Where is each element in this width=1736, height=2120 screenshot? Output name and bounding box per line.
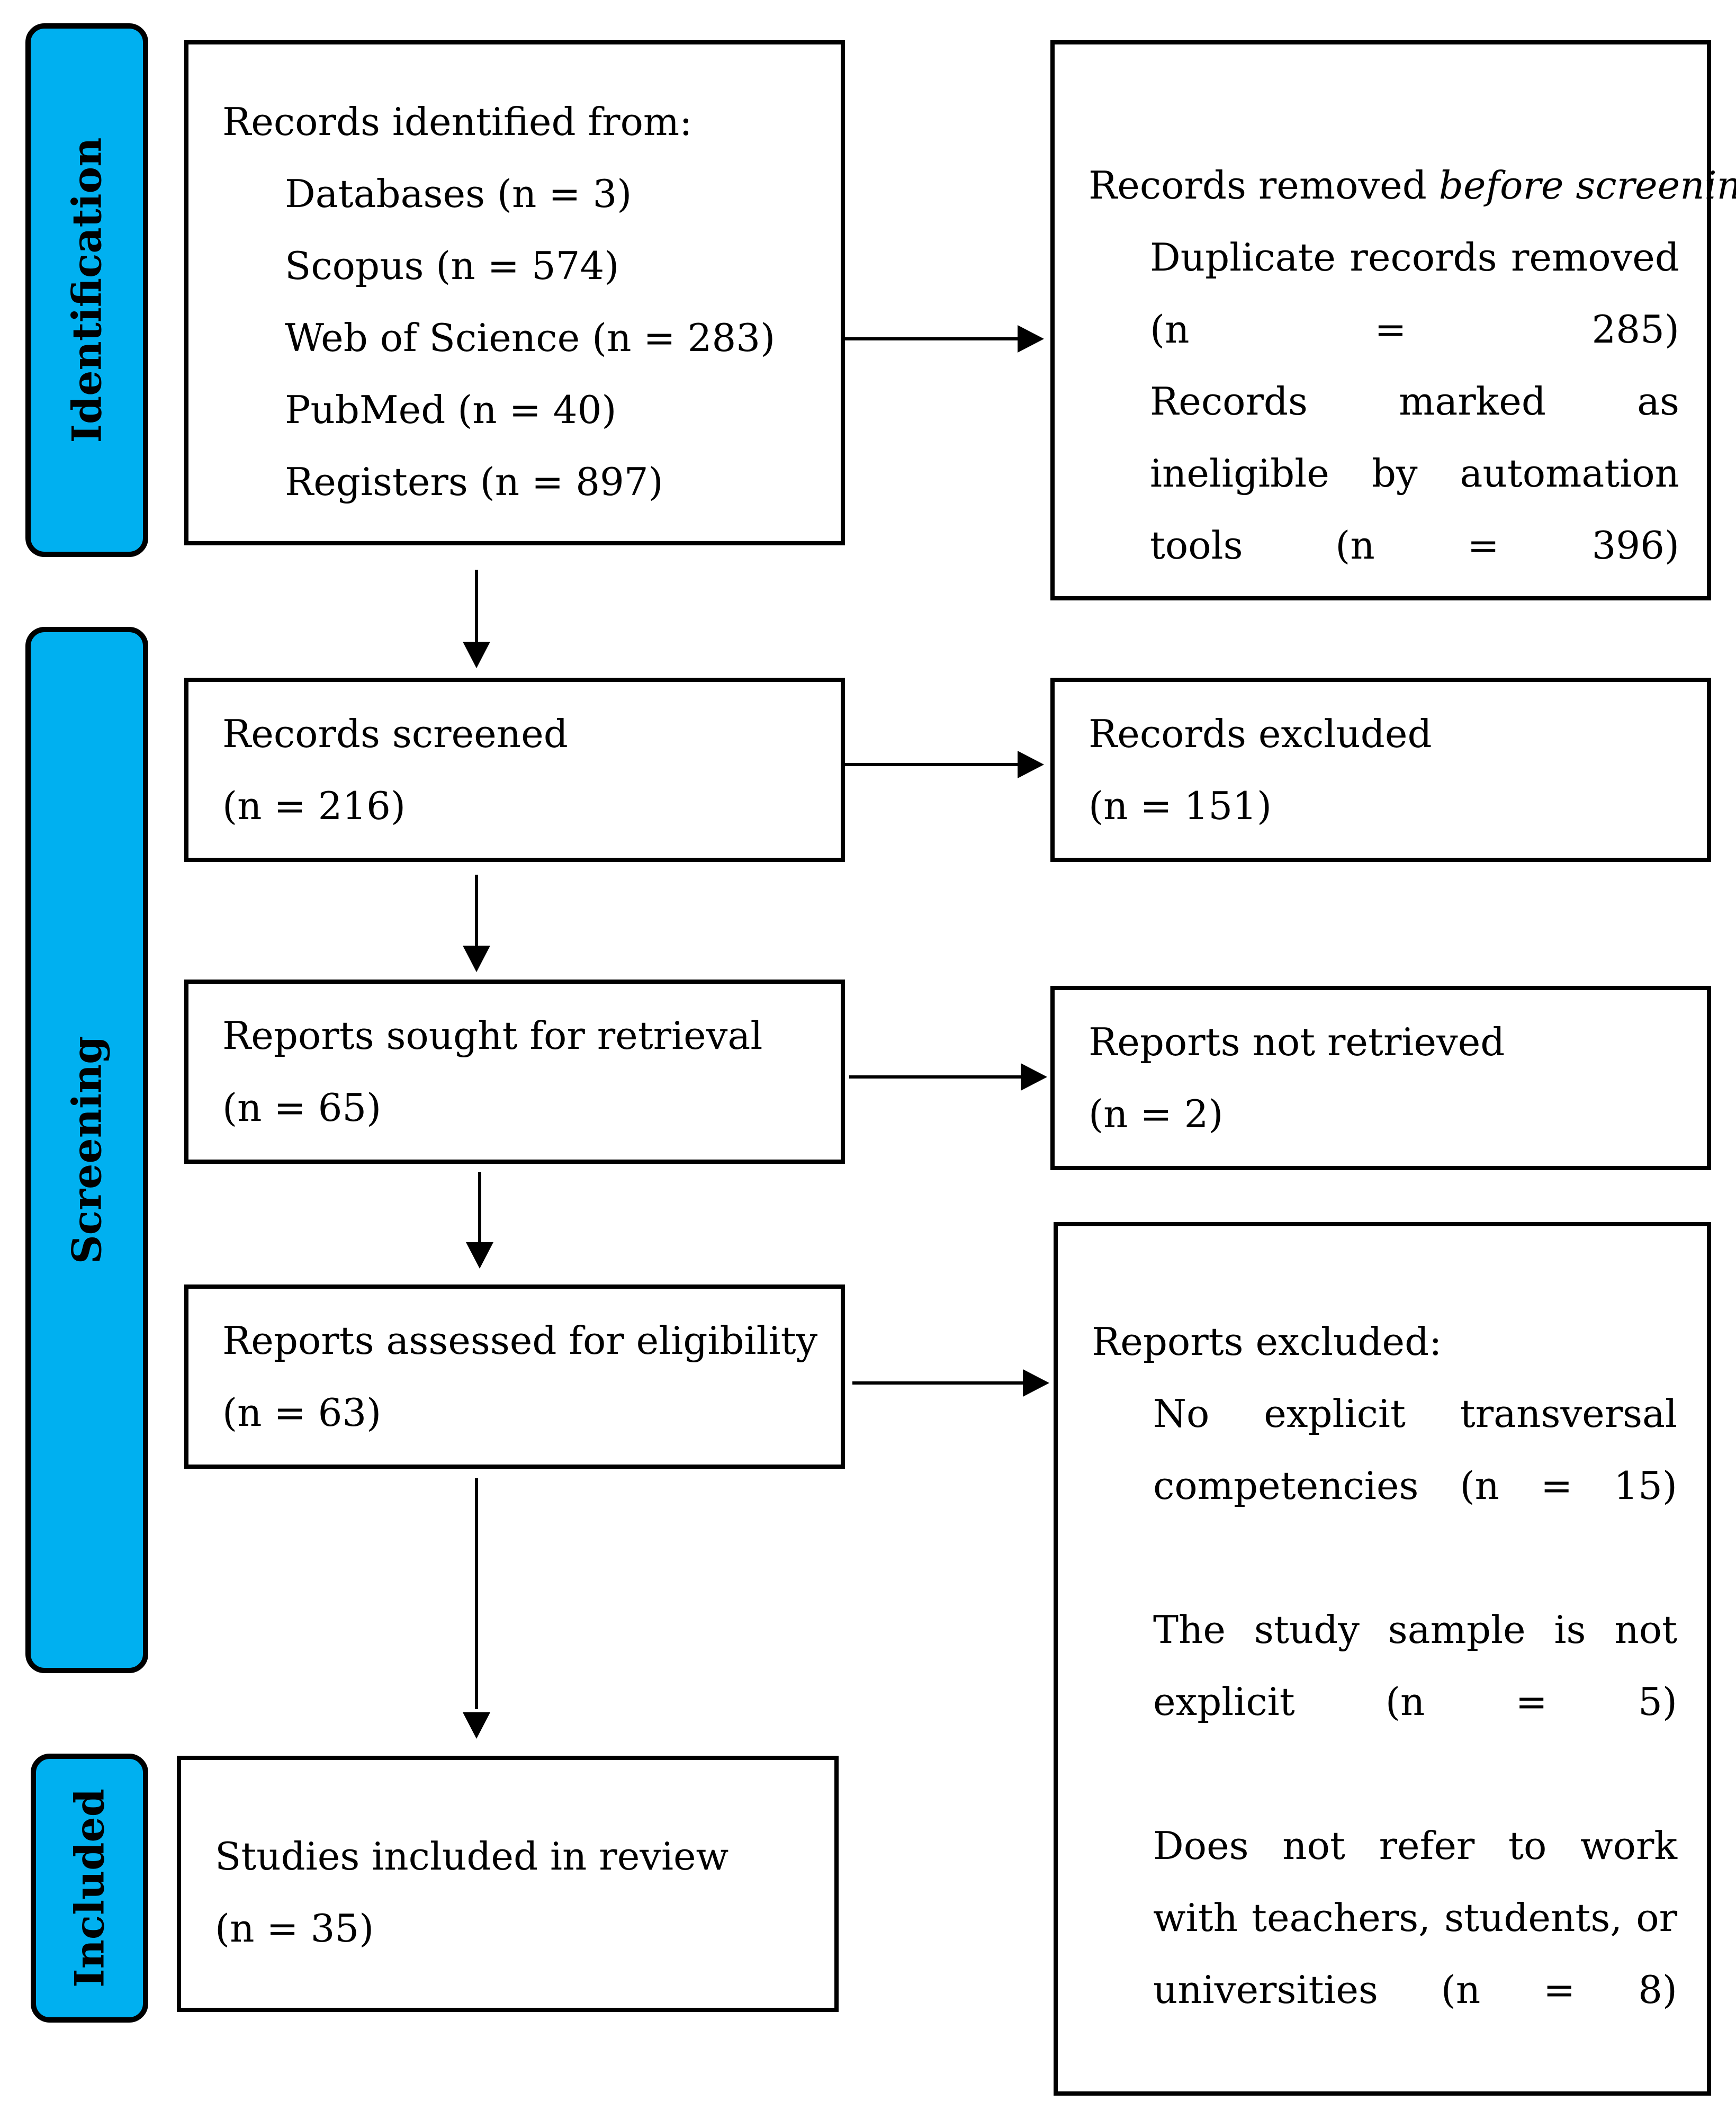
ineligible-by-automation: Records marked as ineligible by automati… <box>1150 379 1679 568</box>
records-screened-label: Records screened <box>222 712 568 756</box>
reports-sought-label: Reports sought for retrieval <box>222 1013 763 1058</box>
reports-not-retrieved-label: Reports not retrieved <box>1089 1020 1505 1064</box>
exclusion-reason-no-competencies: No explicit transversal competencies (n … <box>1153 1391 1677 1508</box>
source-registers: Registers (n = 897) <box>285 460 663 504</box>
records-screened-count: (n = 216) <box>222 784 406 828</box>
source-web-of-science: Web of Science (n = 283) <box>285 316 776 360</box>
phase-included: Included <box>31 1754 148 2023</box>
studies-included-label: Studies included in review <box>215 1834 729 1879</box>
identification-box: Records identified from: Databases (n = … <box>184 40 845 545</box>
removed-heading-prefix: Records removed <box>1089 163 1439 208</box>
removed-heading: Records removed before screening: <box>1089 149 1736 221</box>
source-databases: Databases (n = 3) <box>285 172 632 216</box>
records-excluded-label: Records excluded <box>1089 712 1432 756</box>
source-scopus: Scopus (n = 574) <box>285 244 619 288</box>
reports-sought-count: (n = 65) <box>222 1085 382 1130</box>
arrowhead-reports-excluded <box>1023 1369 1049 1397</box>
identification-heading: Records identified from: <box>222 100 692 144</box>
exclusion-reason-sample-not-explicit: The study sample is not explicit (n = 5) <box>1153 1607 1677 1724</box>
removed-before-screening-box: Records removed before screening: Duplic… <box>1050 40 1736 600</box>
duplicate-records-removed: Duplicate records removed (n = 285) <box>1150 235 1679 352</box>
arrowhead-screened <box>463 642 490 668</box>
reports-excluded-heading: Reports excluded: <box>1092 1319 1442 1364</box>
records-screened-box: Records screened (n = 216) <box>184 678 845 862</box>
reports-not-retrieved-box: Reports not retrieved (n = 2) <box>1050 986 1711 1170</box>
records-excluded-count: (n = 151) <box>1089 784 1272 828</box>
reports-assessed-label: Reports assessed for eligibility <box>222 1318 818 1363</box>
arrowhead-excluded <box>1018 751 1044 778</box>
arrowhead-sought <box>463 946 490 972</box>
reports-sought-box: Reports sought for retrieval (n = 65) <box>184 980 845 1164</box>
arrowhead-removed <box>1018 325 1044 353</box>
phase-identification: Identification <box>25 23 148 557</box>
phase-screening: Screening <box>25 627 148 1673</box>
exclusion-reason-not-teachers-students: Does not refer to work with teachers, st… <box>1153 1823 1677 2012</box>
reports-excluded-box: Reports excluded: No explicit transversa… <box>1054 1222 1711 2096</box>
arrowhead-included <box>463 1712 490 1739</box>
removed-heading-emphasis: before screening <box>1438 163 1736 208</box>
arrowhead-not-retrieved <box>1021 1063 1047 1091</box>
reports-assessed-box: Reports assessed for eligibility (n = 63… <box>184 1284 845 1469</box>
reports-assessed-count: (n = 63) <box>222 1390 382 1435</box>
records-excluded-box: Records excluded (n = 151) <box>1050 678 1711 862</box>
studies-included-count: (n = 35) <box>215 1906 374 1951</box>
reports-not-retrieved-count: (n = 2) <box>1089 1092 1224 1136</box>
source-pubmed: PubMed (n = 40) <box>285 388 617 432</box>
arrowhead-assessed <box>466 1242 493 1269</box>
studies-included-box: Studies included in review (n = 35) <box>177 1756 839 2012</box>
